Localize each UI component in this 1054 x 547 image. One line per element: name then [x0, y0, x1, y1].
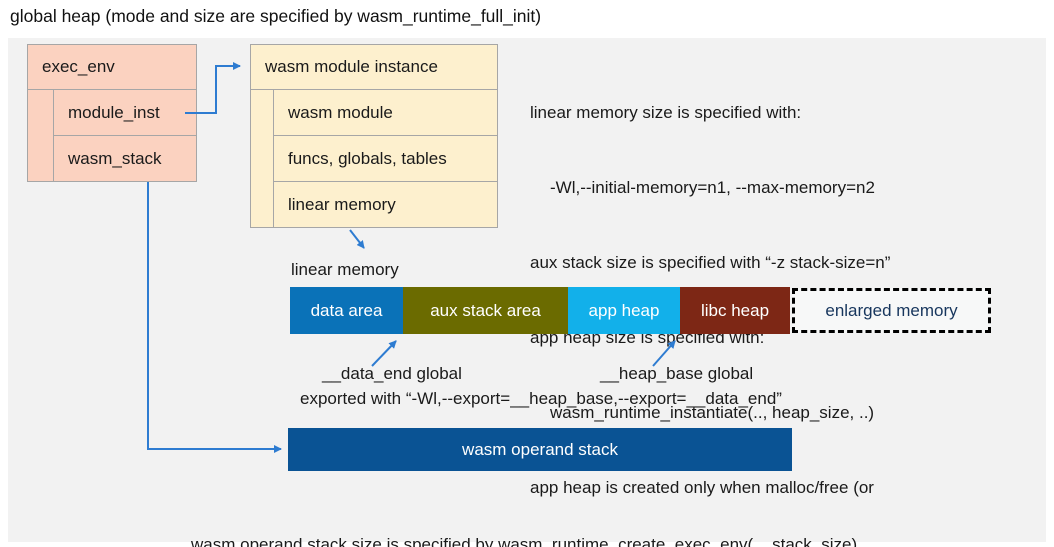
data-end-global-label: __data_end global: [322, 364, 462, 383]
segment-aux-stack-area: aux stack area: [403, 287, 568, 334]
linear-memory-label: linear memory: [291, 260, 399, 279]
segment-app-heap: app heap: [568, 287, 680, 334]
note-line: -Wl,--initial-memory=n1, --max-memory=n2: [550, 178, 875, 197]
exec-env-row-wasm-stack: wasm_stack: [68, 149, 162, 168]
note-line: wasm_runtime_instantiate(.., heap_size, …: [550, 403, 875, 422]
caption-line-1: wasm operand stack size is specified by …: [191, 535, 858, 547]
exec-env-indent-strip: [28, 90, 54, 182]
module-instance-row-linear-memory: linear memory: [288, 195, 396, 214]
exec-env-header: exec_env: [28, 45, 196, 90]
note-line: app heap is created only when malloc/fre…: [530, 478, 874, 497]
segment-data-area: data area: [290, 287, 403, 334]
heap-base-global-label: __heap_base global: [600, 364, 754, 383]
wasm-module-instance-header: wasm module instance: [251, 45, 497, 90]
note-line: aux stack size is specified with “-z sta…: [530, 253, 891, 272]
diagram-title: global heap (mode and size are specified…: [10, 6, 542, 26]
exec-env-box: exec_env module_inst wasm_stack: [27, 44, 197, 182]
linear-memory-bar: data area aux stack area app heap libc h…: [290, 287, 790, 334]
module-instance-row-wasm-module: wasm module: [274, 90, 497, 136]
wasm-module-instance-box: wasm module instance wasm module funcs, …: [250, 44, 498, 228]
module-instance-indent-strip: [251, 90, 274, 228]
module-instance-row-funcs-globals-tables: funcs, globals, tables: [274, 136, 497, 182]
wasm-operand-stack-bar: wasm operand stack: [288, 428, 792, 471]
exported-with-label: exported with “-Wl,--export=__heap_base,…: [300, 389, 782, 408]
operand-stack-caption: wasm operand stack size is specified by …: [191, 481, 857, 547]
exec-env-row-module-inst: module_inst: [54, 90, 196, 136]
segment-libc-heap: libc heap: [680, 287, 790, 334]
note-line: linear memory size is specified with:: [530, 103, 802, 122]
segment-enlarged-memory: enlarged memory: [792, 288, 991, 333]
